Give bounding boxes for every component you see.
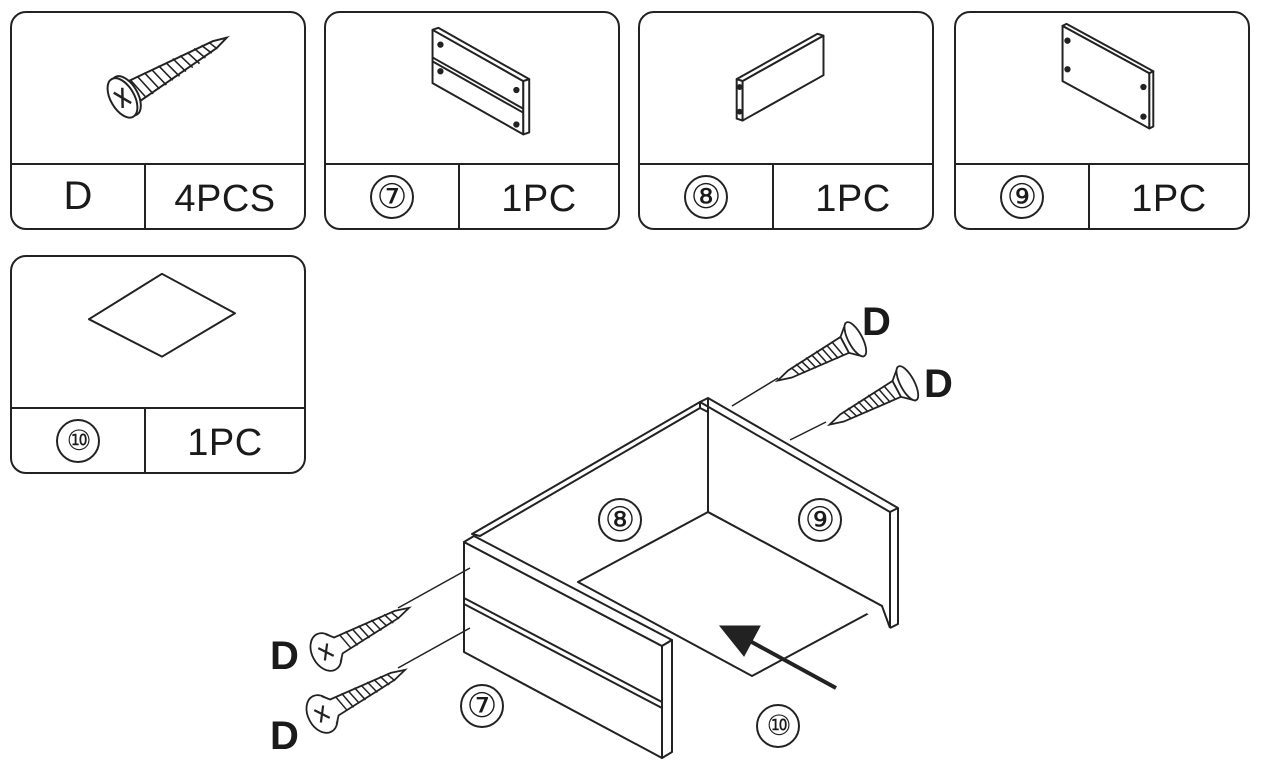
side-panel-9 (699, 397, 899, 513)
screw-icon (767, 318, 872, 399)
bottom-panel-icon (87, 272, 236, 358)
part-card-7: ⑦ 1PC (324, 11, 620, 230)
screw-icon (303, 589, 420, 678)
part-number-badge: ⑨ (1000, 174, 1044, 219)
panel-label-9: ⑨ (798, 498, 842, 542)
panel-label-7: ⑦ (460, 684, 504, 728)
part-id-cell: ⑧ (640, 165, 774, 228)
insert-arrow-icon (718, 625, 837, 690)
part-id-cell: ⑦ (326, 165, 460, 228)
side-panel-8 (471, 401, 701, 537)
part-card-8: ⑧ 1PC (638, 11, 934, 230)
screw-label-d: D (270, 634, 299, 678)
screw-label-d: D (270, 714, 299, 758)
part-qty-label: 4PCS (174, 178, 276, 220)
part-qty-label: 1PC (187, 422, 263, 464)
part-id-cell: D (12, 165, 146, 228)
panel-label-10: ⑩ (756, 704, 800, 748)
part-card-10: ⑩ 1PC (10, 255, 306, 474)
part-qty-label: 1PC (501, 178, 577, 220)
part-id-cell: ⑩ (12, 409, 146, 472)
front-panel-icon (431, 26, 531, 136)
part-number-badge: ⑦ (370, 174, 414, 219)
part-number-badge: ⑧ (684, 174, 728, 219)
part-id-label: D (63, 174, 93, 218)
part-qty-label: 1PC (1131, 178, 1207, 220)
part-card-9: ⑨ 1PC (954, 11, 1250, 230)
screw-icon (106, 35, 230, 119)
screw-label-d: D (924, 362, 953, 406)
panel-label-8: ⑧ (598, 498, 642, 542)
screw-icon (819, 362, 924, 443)
side-panel-left-icon (735, 32, 825, 122)
part-number-badge: ⑩ (56, 418, 100, 463)
drawer-box (463, 397, 899, 759)
part-id-cell: ⑨ (956, 165, 1090, 228)
side-panel-right-icon (1061, 22, 1155, 130)
screw-guide-lines (397, 377, 827, 669)
screw-label-d: D (862, 300, 891, 344)
part-qty-label: 1PC (815, 178, 891, 220)
part-card-screw-d: D 4PCS (10, 11, 306, 230)
